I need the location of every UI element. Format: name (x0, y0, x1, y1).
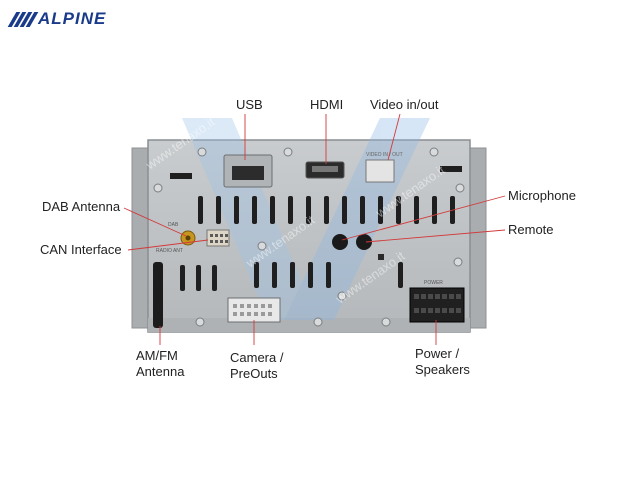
camera-preouts-connector (227, 297, 281, 323)
can-interface-connector (206, 229, 230, 247)
microphone-jack (332, 234, 348, 250)
screw (453, 257, 463, 267)
label-remote: Remote (508, 222, 554, 237)
leader-can (127, 239, 209, 251)
power-speakers-connector (409, 287, 465, 323)
alpine-logo: ALPINE (7, 8, 107, 30)
screw (197, 147, 207, 157)
label-dab-antenna: DAB Antenna (42, 199, 121, 214)
screw (337, 291, 347, 301)
label-power-speakers: Power / Speakers (415, 346, 470, 378)
leader-dab (123, 207, 187, 237)
label-microphone: Microphone (508, 188, 576, 203)
video-connector (365, 159, 395, 183)
panel-indicator (378, 254, 384, 260)
leader-microphone (341, 195, 506, 241)
power-connector-pins (414, 294, 461, 313)
dab-connector-pin (185, 235, 191, 241)
power-marking: POWER (424, 280, 443, 286)
camera-connector-pins (233, 304, 272, 316)
screw (429, 147, 439, 157)
label-power-line1: Power / (415, 346, 460, 361)
panel-screws (153, 147, 465, 327)
hdmi-port-pins (312, 166, 338, 172)
label-amfm-line2: Antenna (136, 364, 185, 379)
label-camera-line2: PreOuts (230, 366, 278, 381)
usb-port-slot (232, 166, 264, 180)
dab-marking: DAB (168, 222, 179, 228)
label-camera-line1: Camera / (230, 350, 284, 365)
label-can-interface: CAN Interface (40, 242, 122, 257)
vent-row-lower (180, 262, 403, 291)
leader-video (387, 113, 401, 161)
leader-remote (365, 229, 506, 243)
screw (195, 317, 205, 327)
amfm-antenna-cable (153, 262, 163, 328)
label-amfm-line1: AM/FM (136, 348, 178, 363)
screw (381, 317, 391, 327)
vent-row-upper (198, 196, 455, 224)
label-power-line2: Speakers (415, 362, 470, 377)
can-connector-pins (210, 234, 228, 243)
screw (455, 183, 465, 193)
screw (313, 317, 323, 327)
screw (283, 147, 293, 157)
screw (153, 183, 163, 193)
video-marking: VIDEO IN / OUT (366, 152, 403, 158)
label-hdmi: HDMI (310, 97, 344, 112)
callout-leaders (123, 113, 506, 345)
label-usb: USB (236, 97, 263, 112)
logo-text: ALPINE (38, 9, 107, 28)
screw (257, 241, 267, 251)
label-video: Video in/out (370, 97, 439, 112)
label-camera-preouts: Camera / PreOuts (230, 350, 283, 382)
vent-slot (170, 173, 192, 179)
vent-slot (440, 166, 462, 172)
remote-jack (356, 234, 372, 250)
radio-ant-marking: RADIO ANT (156, 248, 183, 254)
label-amfm-antenna: AM/FM Antenna (136, 348, 184, 380)
